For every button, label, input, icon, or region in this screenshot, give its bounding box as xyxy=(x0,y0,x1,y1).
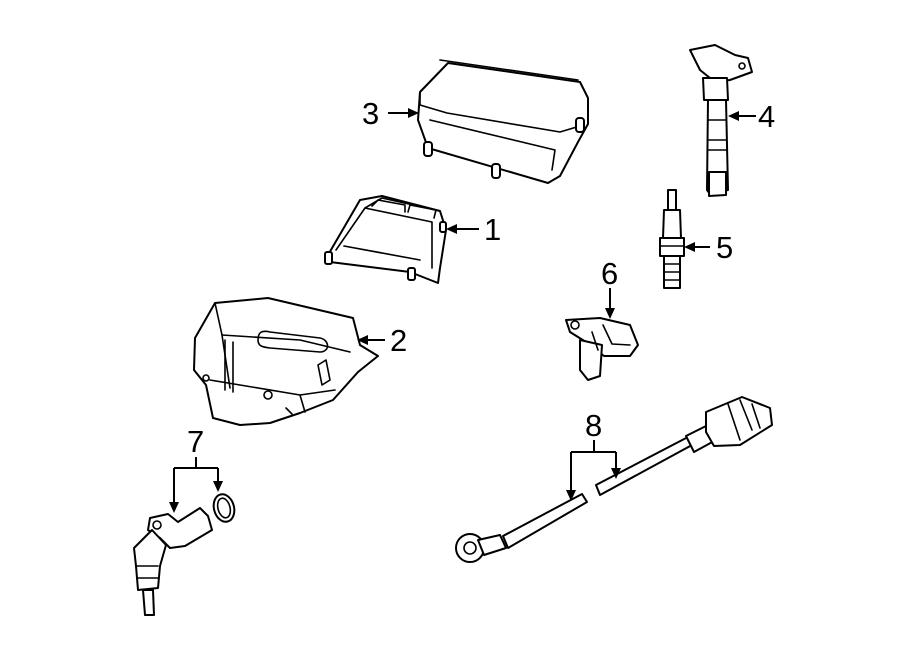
callout-labels: 1 2 3 4 5 6 7 8 xyxy=(187,96,775,459)
part-8-knock-sensor xyxy=(455,396,773,563)
part-7-crank-sensor xyxy=(133,493,236,616)
callout-1: 1 xyxy=(484,212,501,247)
o-ring-part-7 xyxy=(212,493,236,523)
callout-7: 7 xyxy=(187,424,204,459)
leader-lines xyxy=(169,108,756,513)
part-1-ecm-module xyxy=(324,195,447,284)
part-5-spark-plug xyxy=(659,189,685,289)
callout-6: 6 xyxy=(601,256,618,291)
callout-4: 4 xyxy=(758,99,775,134)
callout-2: 2 xyxy=(390,323,407,358)
part-4-ignition-coil xyxy=(689,44,753,197)
part-3-ecm-cover xyxy=(417,59,589,184)
part-6-cam-sensor xyxy=(565,317,639,381)
callout-5: 5 xyxy=(716,230,733,265)
part-2-ecm-bracket xyxy=(193,297,379,426)
callout-8: 8 xyxy=(585,408,602,443)
callout-3: 3 xyxy=(362,96,379,131)
